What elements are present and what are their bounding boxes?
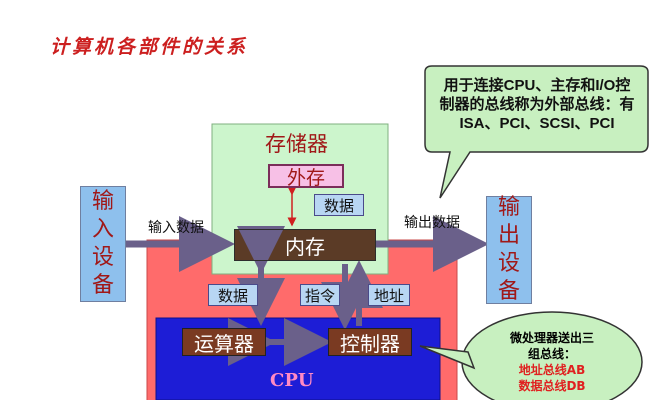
page-title: 计算机各部件的关系 (50, 36, 249, 58)
output-device-char: 设 (497, 251, 520, 276)
output-data-label: 输出数据 (404, 215, 460, 231)
callout-line-data-bus: 数据总线DB (518, 379, 586, 393)
alu-unit: 运算器 (182, 328, 266, 356)
input-device-char: 备 (91, 273, 114, 298)
callout-line: 制器的总线称为外部总线：有 (439, 96, 635, 113)
input-device: 输 入 设 备 (80, 186, 126, 302)
memory-label: 存储器 (265, 132, 328, 156)
controller-unit: 控制器 (328, 328, 412, 356)
callout-line: 组总线： (527, 347, 576, 361)
external-storage-bg (268, 164, 344, 188)
callout-external-bus-text: 用于连接CPU、主存和I/O控 制器的总线称为外部总线：有 ISA、PCI、SC… (428, 76, 646, 133)
address-chip: 地址 (368, 284, 410, 306)
output-device: 输 出 设 备 (486, 195, 532, 304)
input-device-char: 入 (91, 217, 114, 242)
callout-line: ISA、PCI、SCSI、PCI (459, 115, 615, 132)
data-chip-left: 数据 (208, 284, 258, 306)
callout-cpu-bus-tail (419, 345, 476, 370)
input-device-char: 设 (91, 245, 114, 270)
cpu-label: CPU (270, 370, 314, 391)
callout-external-bus-bubble (424, 65, 649, 199)
output-device-char: 备 (497, 279, 520, 304)
input-data-label: 输入数据 (148, 220, 204, 236)
callout-line: 微处理器送出三 (509, 331, 594, 345)
main-memory: 内存 (234, 229, 376, 261)
data-chip-top: 数据 (314, 194, 364, 216)
external-storage: 外存 (268, 164, 344, 189)
callout-cpu-bus-text: 微处理器送出三 组总线： 地址总线AB 数据总线DB (484, 330, 620, 394)
output-device-char: 出 (497, 223, 520, 248)
instruction-chip: 指令 (300, 284, 340, 306)
callout-line-address-bus: 地址总线AB (518, 363, 586, 377)
input-device-char: 输 (91, 189, 114, 214)
output-device-char: 输 (497, 195, 520, 220)
callout-line: 用于连接CPU、主存和I/O控 (443, 77, 631, 94)
